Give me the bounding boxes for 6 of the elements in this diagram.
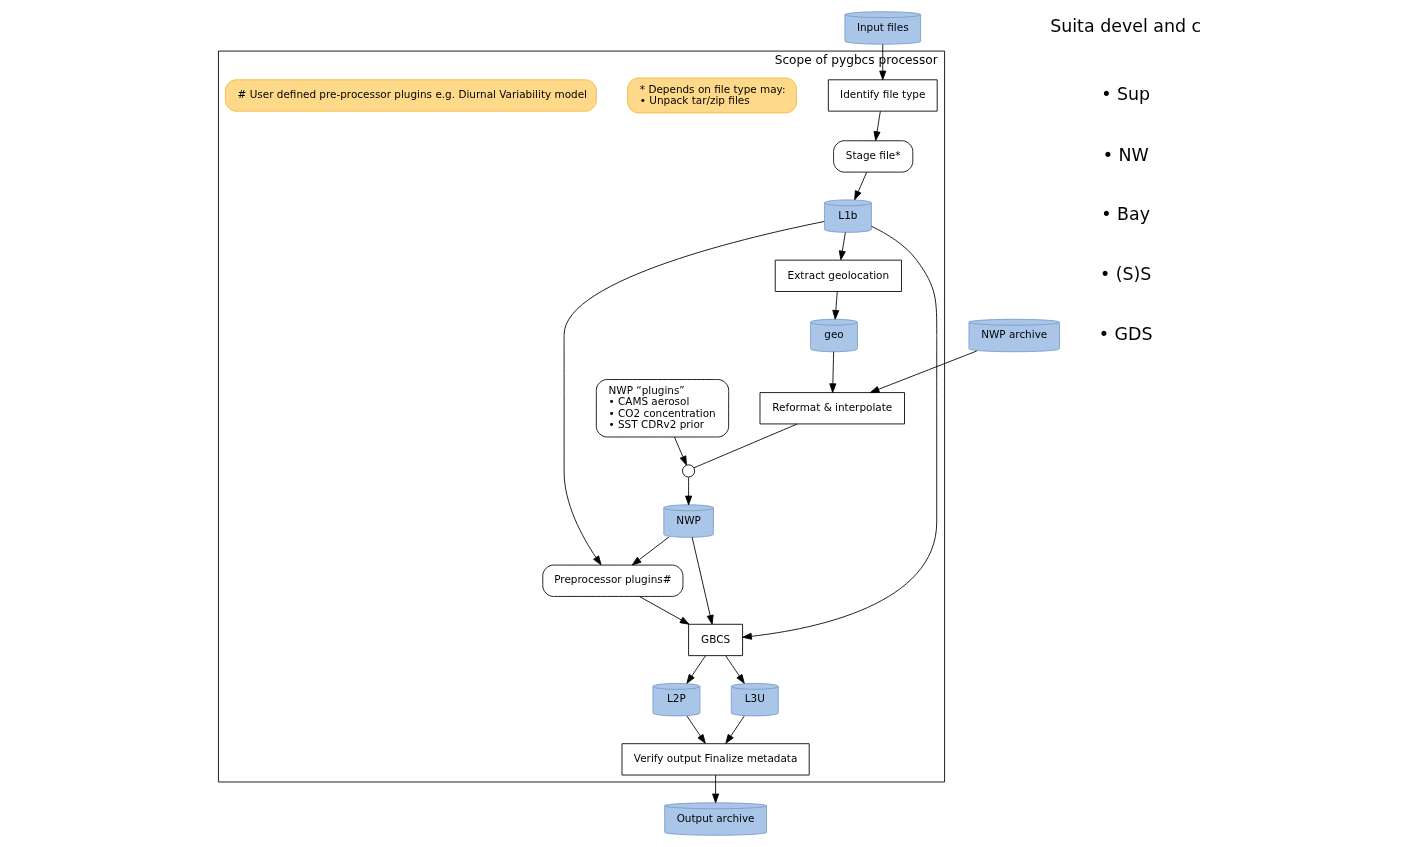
label: • Sup [1101, 83, 1151, 104]
label: • GDS [1098, 323, 1153, 344]
label: Suita devel and c [1050, 16, 1202, 37]
label: • NW [1102, 144, 1149, 165]
label: • Bay [1101, 204, 1151, 225]
label: • (S)S [1099, 264, 1152, 285]
